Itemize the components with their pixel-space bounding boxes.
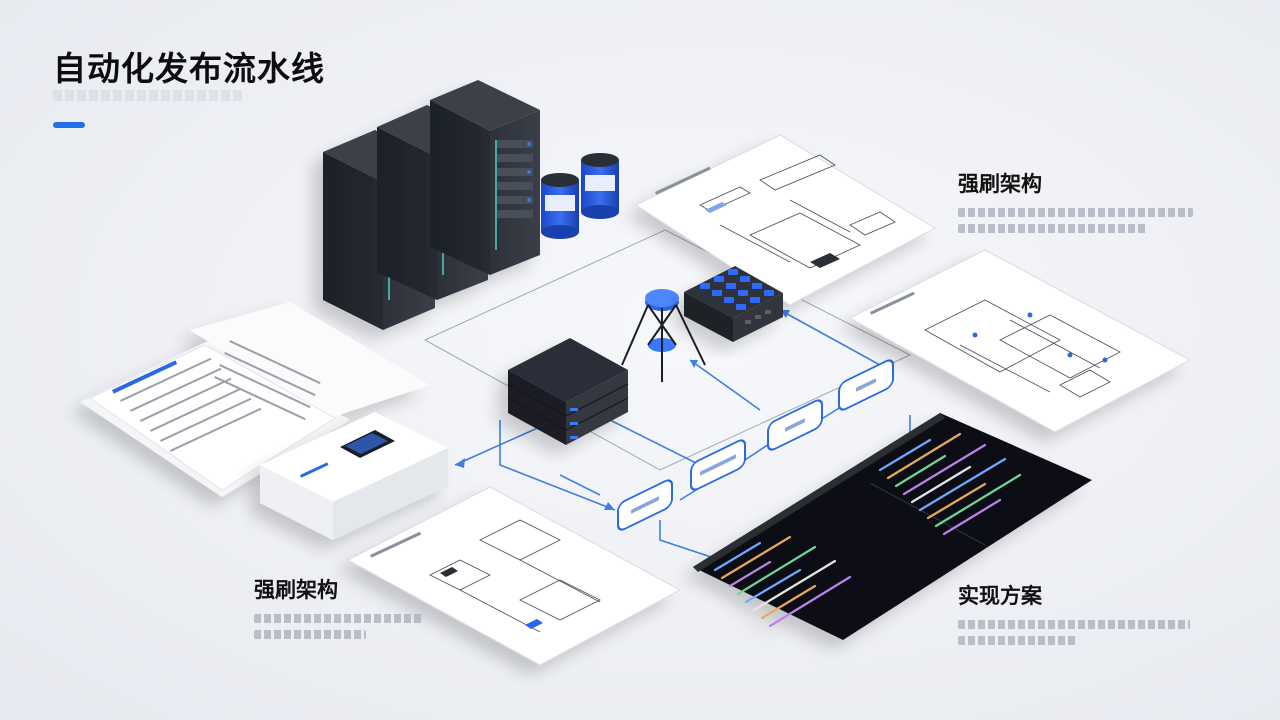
caption-text-illegible — [958, 620, 1190, 629]
document-icon — [346, 486, 682, 666]
caption-heading: 实现方案 — [958, 585, 1042, 608]
flow-node-2 — [690, 439, 746, 491]
caption-architecture-bottom: 强刷架构 — [254, 574, 454, 646]
network-switch-icon — [684, 266, 783, 342]
database-icon — [541, 173, 579, 239]
network-hub-icon — [621, 289, 706, 382]
server-unit-icon — [507, 338, 629, 445]
caption-text-illegible — [958, 636, 1078, 645]
caption-text-illegible — [254, 630, 366, 639]
caption-heading: 强刷架构 — [958, 173, 1042, 196]
flow-node-1 — [617, 479, 673, 531]
flow-node-3 — [767, 399, 823, 451]
caption-text-illegible — [254, 614, 424, 623]
page-title: 自动化发布流水线 — [53, 50, 325, 87]
book-icon — [80, 302, 430, 497]
caption-implementation: 实现方案 — [958, 580, 1198, 652]
flow-node-4 — [838, 359, 894, 411]
caption-heading: 强刷架构 — [254, 579, 338, 602]
code-editor-icon — [693, 413, 1092, 640]
title-accent-bar — [53, 122, 85, 128]
page-subtitle-illegible — [53, 90, 243, 101]
hardware-box-icon — [260, 412, 448, 540]
server-rack-icon — [323, 80, 540, 330]
caption-text-illegible — [958, 224, 1148, 233]
database-icon — [581, 153, 619, 219]
flow-connectors — [454, 309, 911, 561]
document-icon — [634, 134, 937, 306]
caption-text-illegible — [958, 208, 1193, 217]
document-icon — [848, 249, 1192, 433]
caption-architecture-top: 强刷架构 — [958, 168, 1198, 240]
